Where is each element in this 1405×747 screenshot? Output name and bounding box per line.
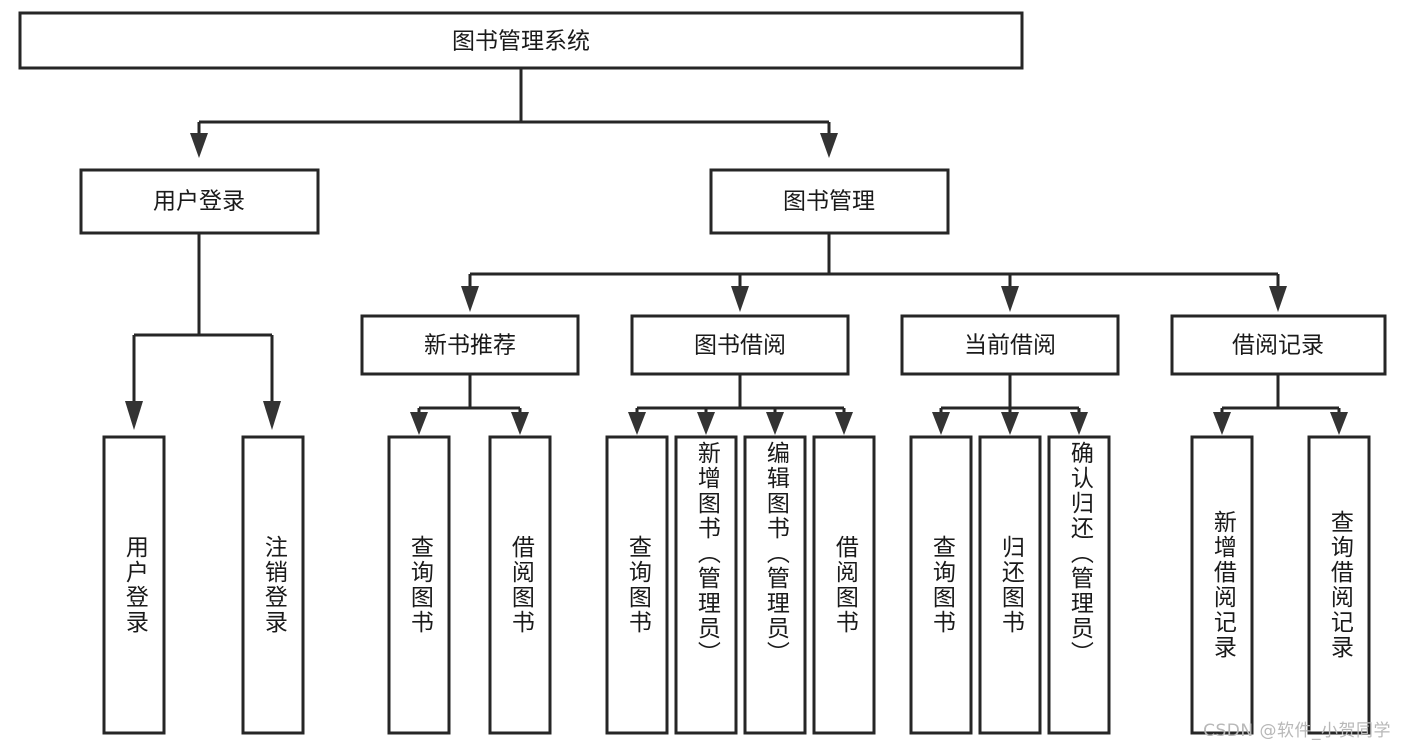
node-box-leaf-edit-book[interactable] xyxy=(743,435,807,735)
node-box-leaf-borrow-book-1[interactable] xyxy=(488,435,552,735)
node-box-borrow-record[interactable] xyxy=(1170,314,1387,376)
connector-group-book-borrow xyxy=(628,374,853,435)
node-label-root: 图书管理系统 xyxy=(452,29,590,55)
arrow-head-current-borrow xyxy=(1001,286,1019,312)
node-box-new-book-rec[interactable] xyxy=(360,314,580,376)
node-box-leaf-return-book[interactable] xyxy=(978,435,1042,735)
arrow-head-user-login xyxy=(190,133,208,158)
arrow-head-leaf-logout xyxy=(263,401,281,430)
connector-group-book-manage xyxy=(461,233,1287,312)
arrow-head-leaf-return-book xyxy=(1001,412,1019,435)
node-box-leaf-borrow-book-2[interactable] xyxy=(812,435,876,735)
node-box-book-manage[interactable] xyxy=(709,168,950,235)
node-box-leaf-query-record[interactable] xyxy=(1307,435,1371,735)
node-box-leaf-logout[interactable] xyxy=(241,435,305,735)
arrow-head-leaf-add-book xyxy=(697,412,715,435)
arrow-head-leaf-query-record xyxy=(1330,412,1348,435)
node-box-leaf-query-book-3[interactable] xyxy=(909,435,973,735)
arrow-head-leaf-borrow-book-1 xyxy=(511,412,529,435)
node-box-leaf-add-book[interactable] xyxy=(674,435,738,735)
node-label-user-login: 用户登录 xyxy=(153,189,245,215)
arrow-head-book-manage xyxy=(820,133,838,158)
csdn-watermark: CSDN @软件_小贺同学 xyxy=(1203,721,1391,741)
node-box-leaf-query-book-2[interactable] xyxy=(605,435,669,735)
connector-group-borrow-record xyxy=(1213,374,1348,435)
node-label-book-manage: 图书管理 xyxy=(783,189,875,215)
node-box-leaf-add-record[interactable] xyxy=(1190,435,1254,735)
node-box-leaf-confirm-return[interactable] xyxy=(1047,435,1111,735)
arrow-head-leaf-query-book-2 xyxy=(628,412,646,435)
connector-group-current-borrow xyxy=(932,374,1088,435)
arrow-head-book-borrow xyxy=(731,286,749,312)
arrow-head-leaf-borrow-book-2 xyxy=(835,412,853,435)
arrow-head-borrow-record xyxy=(1269,286,1287,312)
node-box-user-login[interactable] xyxy=(79,168,320,235)
connector-group-user-login xyxy=(125,233,281,430)
node-box-root[interactable] xyxy=(18,11,1024,70)
node-box-current-borrow[interactable] xyxy=(900,314,1120,376)
node-box-leaf-query-book-1[interactable] xyxy=(387,435,451,735)
arrow-head-leaf-confirm-return xyxy=(1070,412,1088,435)
arrow-head-leaf-query-book-3 xyxy=(932,412,950,435)
arrow-head-leaf-user-login xyxy=(125,401,143,430)
connector-group-root xyxy=(190,68,838,158)
arrow-head-new-book-rec xyxy=(461,286,479,312)
node-label-new-book-rec: 新书推荐 xyxy=(424,333,516,359)
arrow-head-leaf-query-book-1 xyxy=(410,412,428,435)
node-box-leaf-user-login[interactable] xyxy=(102,435,166,735)
node-label-borrow-record: 借阅记录 xyxy=(1232,333,1324,359)
connector-group-new-book-rec xyxy=(410,374,529,435)
arrow-head-leaf-edit-book xyxy=(766,412,784,435)
node-label-book-borrow: 图书借阅 xyxy=(694,333,786,359)
node-label-current-borrow: 当前借阅 xyxy=(964,333,1056,359)
node-box-book-borrow[interactable] xyxy=(630,314,850,376)
arrow-head-leaf-add-record xyxy=(1213,412,1231,435)
